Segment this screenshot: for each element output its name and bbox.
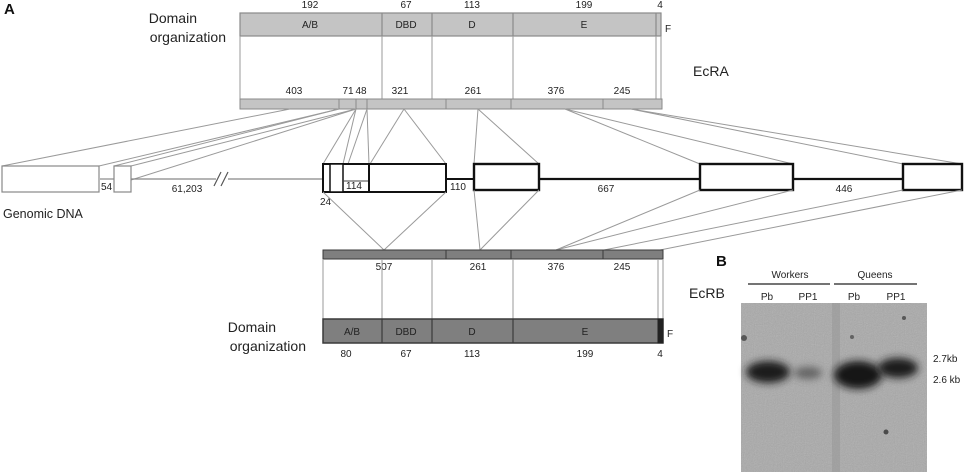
ecrb-exon-size-4: 245 <box>614 262 631 273</box>
ecrb-domain-connectors <box>322 259 664 319</box>
lane-label-workers-pp1: PP1 <box>799 292 818 303</box>
ecrb-domain-dbd: DBD <box>395 327 416 338</box>
genomic-exon-1 <box>1 165 100 193</box>
ecra-domain-size-f: 4 <box>657 0 663 11</box>
ecra-exon-size-2: 71 <box>342 86 354 97</box>
panel-b-label: B <box>716 253 727 270</box>
group-label-workers: Workers <box>771 270 808 281</box>
genomic-dna-label: Genomic DNA <box>3 207 84 221</box>
ecrb-exon-bar <box>322 249 664 260</box>
ecrb-exon-size-2: 261 <box>470 262 487 273</box>
genomic-dna-structure <box>1 162 964 193</box>
genomic-exon-24: 24 <box>320 197 332 208</box>
genomic-intron-61203: 61,203 <box>172 184 203 195</box>
genomic-exon-d <box>472 162 541 192</box>
lane-label-workers-pb: Pb <box>761 292 774 303</box>
band-queens-pb <box>834 361 882 389</box>
ecra-domain-connectors <box>239 36 662 99</box>
genomic-intron-446: 446 <box>836 184 853 195</box>
northern-blot-image <box>741 303 927 472</box>
ecrb-domain-size-f: 4 <box>657 349 663 360</box>
ecra-exon-size-6: 376 <box>548 86 565 97</box>
lane-label-queens-pb: Pb <box>848 292 861 303</box>
ecra-exon-size-4: 321 <box>392 86 409 97</box>
ecrb-domain-size-dbd: 67 <box>400 349 412 360</box>
ecrb-domain-size-e: 199 <box>577 349 594 360</box>
genomic-exon-e1 <box>698 162 795 192</box>
ecra-exon-size-5: 261 <box>465 86 482 97</box>
genomic-intron-54: 54 <box>101 182 113 193</box>
ecrb-domain-f: F <box>667 329 673 340</box>
genomic-intron-667: 667 <box>598 184 615 195</box>
ecra-domain-size-dbd: 67 <box>400 0 412 11</box>
ecra-domain-size-ab: 192 <box>302 0 319 11</box>
ecra-domain-bar <box>239 12 662 37</box>
ecrb-domain-bar <box>322 318 664 344</box>
ecra-domain-e: E <box>581 20 588 31</box>
band-workers-pp1 <box>794 367 822 379</box>
band-label-2-6kb: 2.6 kb <box>933 375 961 386</box>
genomic-exon-e2 <box>901 162 964 192</box>
ecrb-exon-size-3: 376 <box>548 262 565 273</box>
ecrb-domain-title-line2: organization <box>230 338 306 354</box>
ecra-genomic-mapping-lines <box>1 108 963 181</box>
ecra-exon-size-3: 48 <box>355 86 367 97</box>
genomic-exon-114: 114 <box>346 181 362 192</box>
ecra-domain-dbd: DBD <box>395 20 416 31</box>
ecrb-genomic-mapping-lines <box>322 189 963 251</box>
lane-label-queens-pp1: PP1 <box>887 292 906 303</box>
ecra-exon-size-1: 403 <box>286 86 303 97</box>
ecrb-domain-bar-outline <box>322 318 664 344</box>
ecra-domain-d: D <box>468 20 475 31</box>
ecrb-domain-size-ab: 80 <box>340 349 352 360</box>
group-label-queens: Queens <box>857 270 892 281</box>
ecrb-domain-ab: A/B <box>344 327 360 338</box>
ecrb-label: EcRB <box>689 285 725 301</box>
ecra-domain-ab: A/B <box>302 20 318 31</box>
ecrb-domain-d: D <box>468 327 475 338</box>
ecra-domain-title-line2: organization <box>150 29 226 45</box>
ecra-domain-size-d: 113 <box>464 0 480 11</box>
ecra-exon-bar <box>239 98 663 110</box>
ecra-exon-size-7: 245 <box>614 86 631 97</box>
genomic-intron-110: 110 <box>450 182 466 193</box>
ecrb-exon-size-1: 507 <box>376 262 393 273</box>
ecra-domain-size-e: 199 <box>576 0 593 11</box>
ecrb-domain-e: E <box>582 327 589 338</box>
panel-a-label: A <box>4 1 15 18</box>
band-queens-pp1 <box>878 358 918 378</box>
band-label-2-7kb: 2.7kb <box>933 354 958 365</box>
ecrb-domain-title-line1: Domain <box>228 319 276 335</box>
ecrb-domain-size-d: 113 <box>464 349 480 360</box>
band-workers-pb <box>746 361 790 383</box>
genomic-exon-2 <box>113 165 132 193</box>
genomic-exon-small <box>329 163 344 193</box>
ecra-domain-title-line1: Domain <box>149 10 197 26</box>
ecra-domain-bar-outline <box>239 12 662 37</box>
ecra-label: EcRA <box>693 63 729 79</box>
ecra-domain-f: F <box>665 24 671 35</box>
